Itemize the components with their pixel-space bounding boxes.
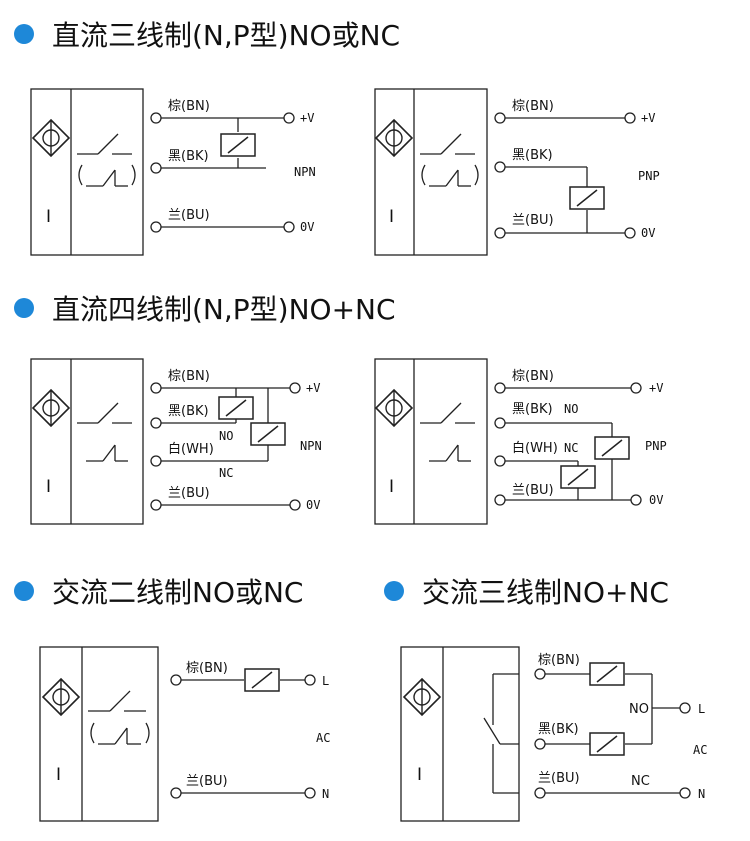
wire-label-blue: 兰(BU)	[512, 483, 554, 498]
sensor-glyph: I	[56, 765, 61, 785]
load-coil-icon	[218, 396, 254, 420]
wire-label-brown: 棕(BN)	[512, 99, 554, 114]
terminal-pos: +V	[306, 381, 320, 395]
sensor-glyph: I	[417, 765, 422, 785]
section-title-text: 交流二线制NO或NC	[52, 576, 304, 609]
section-title-text: 直流三线制(N,P型)NO或NC	[52, 19, 401, 52]
sensor-diamond-icon	[375, 389, 413, 427]
load-coil-icon	[569, 186, 605, 210]
bullet-icon	[14, 298, 34, 318]
load-coil-icon	[589, 662, 625, 686]
terminal-pos: +V	[641, 111, 655, 125]
terminal-zero: 0V	[300, 220, 314, 234]
load-coil-icon	[220, 133, 256, 157]
wire-label-blue: 兰(BU)	[538, 771, 580, 786]
terminal-neutral: N	[698, 787, 705, 801]
wire-label-brown: 棕(BN)	[538, 653, 580, 668]
sensor-body	[30, 88, 144, 256]
load-coil-icon	[594, 436, 630, 460]
type-label-pnp: PNP	[638, 169, 660, 183]
section-title-text: 直流四线制(N,P型)NO+NC	[52, 293, 396, 326]
sensor-diamond-icon	[403, 678, 441, 716]
bullet-icon	[14, 24, 34, 44]
load-coil-icon	[244, 668, 280, 692]
contact-label-nc: NC	[219, 466, 233, 480]
wire-label-white: 白(WH)	[512, 440, 558, 456]
type-label-npn: NPN	[300, 439, 322, 453]
wire-label-white: 白(WH)	[168, 441, 214, 457]
section-title-ac2: 交流二线制NO或NC	[14, 571, 303, 611]
wire-label-blue: 兰(BU)	[168, 486, 210, 501]
terminal-line: L	[698, 702, 705, 716]
terminal-zero: 0V	[649, 493, 663, 507]
type-label-pnp: PNP	[645, 439, 667, 453]
type-label-npn: NPN	[294, 165, 316, 179]
sensor-glyph: I	[389, 207, 394, 227]
section-title-ac3: 交流三线制NO+NC	[384, 571, 669, 611]
sensor-glyph: I	[46, 207, 51, 227]
contact-label-nc: NC	[631, 774, 650, 789]
sensor-glyph: I	[46, 477, 51, 497]
load-coil-icon	[250, 422, 286, 446]
section-title-dc4: 直流四线制(N,P型)NO+NC	[14, 288, 396, 328]
sensor-diamond-icon	[32, 389, 70, 427]
terminal-pos: +V	[300, 111, 314, 125]
wire-label-brown: 棕(BN)	[186, 661, 228, 676]
sensor-diamond-icon	[32, 119, 70, 157]
load-coil-icon	[560, 465, 596, 489]
terminal-line: L	[322, 674, 329, 688]
bullet-icon	[384, 581, 404, 601]
wire-label-black: 黑(BK)	[512, 402, 553, 417]
terminal-zero: 0V	[641, 226, 655, 240]
wire-label-black: 黑(BK)	[168, 149, 209, 164]
sensor-diamond-icon	[42, 678, 80, 716]
wire-label-blue: 兰(BU)	[186, 774, 228, 789]
sensor-diamond-icon	[375, 119, 413, 157]
wire-label-blue: 兰(BU)	[168, 208, 210, 223]
load-coil-icon	[589, 732, 625, 756]
terminal-pos: +V	[649, 381, 663, 395]
wire-label-blue: 兰(BU)	[512, 213, 554, 228]
terminal-ac: AC	[316, 731, 330, 745]
contact-label-no: NO	[219, 429, 233, 443]
wire-label-brown: 棕(BN)	[168, 369, 210, 384]
wire-label-brown: 棕(BN)	[512, 369, 554, 384]
terminal-ac: AC	[693, 743, 707, 757]
section-title-dc3: 直流三线制(N,P型)NO或NC	[14, 14, 400, 54]
wire-label-black: 黑(BK)	[168, 404, 209, 419]
contact-label-no: NO	[629, 702, 649, 717]
wire-label-black: 黑(BK)	[538, 722, 579, 737]
bullet-icon	[14, 581, 34, 601]
wire-label-brown: 棕(BN)	[168, 99, 210, 114]
sensor-glyph: I	[389, 477, 394, 497]
terminal-zero: 0V	[306, 498, 320, 512]
wire-label-black: 黑(BK)	[512, 148, 553, 163]
section-title-text: 交流三线制NO+NC	[422, 576, 669, 609]
terminal-neutral: N	[322, 787, 329, 801]
contact-label-nc: NC	[564, 441, 578, 455]
contact-label-no: NO	[564, 402, 578, 416]
